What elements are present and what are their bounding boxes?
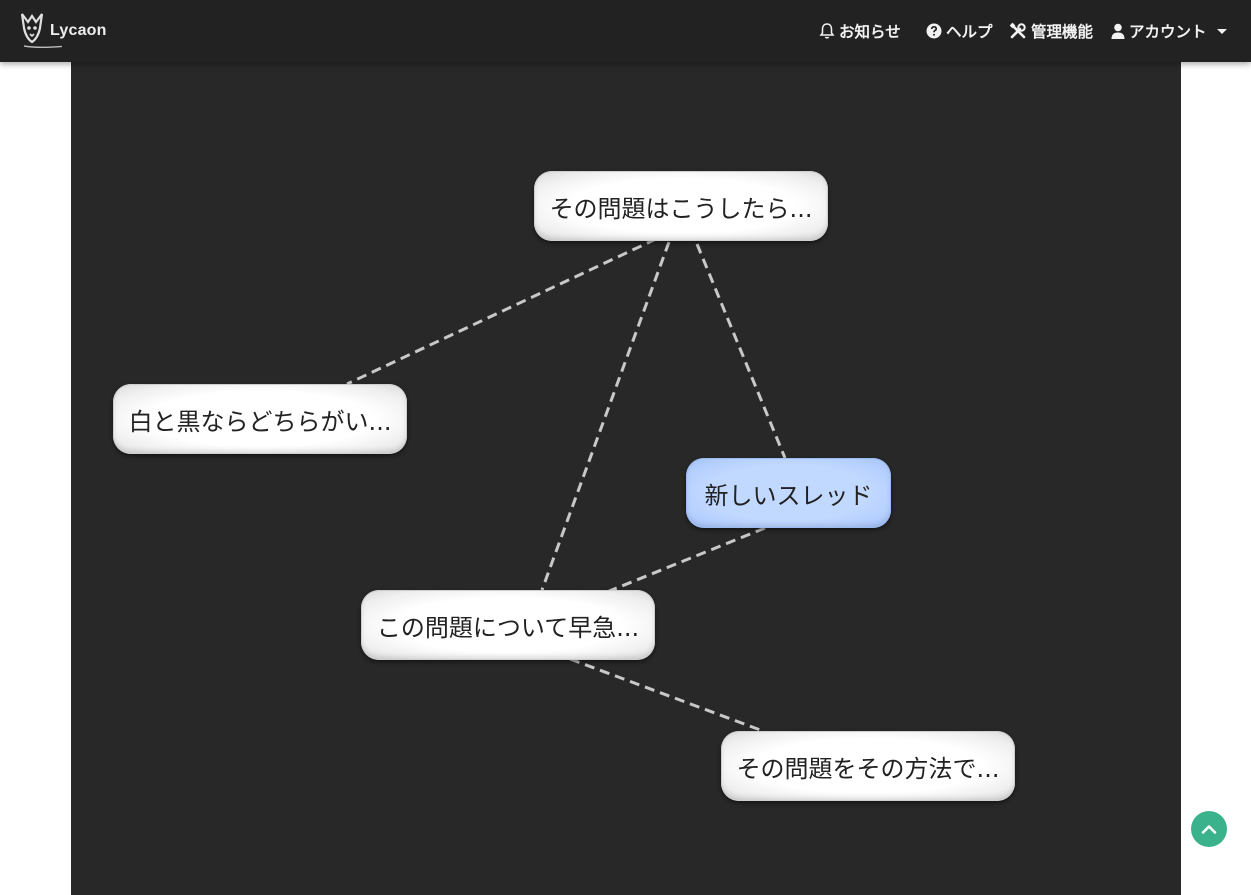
graph-edges xyxy=(346,237,787,733)
scroll-to-top-button[interactable] xyxy=(1191,811,1227,847)
chevron-up-icon xyxy=(1201,825,1217,834)
bell-icon xyxy=(819,23,835,39)
nav-help[interactable]: ヘルプ xyxy=(926,18,993,44)
graph-edge xyxy=(569,657,764,733)
graph-node[interactable]: その問題はこうしたら... xyxy=(534,171,828,241)
top-navbar: Lycaon お知らせ ヘルプ 管理機能 アカウント xyxy=(0,0,1251,62)
tools-icon xyxy=(1009,22,1026,39)
user-icon xyxy=(1111,23,1125,39)
graph-edge xyxy=(540,241,671,591)
nav-notifications[interactable]: お知らせ xyxy=(819,18,901,44)
nav-account-dropdown[interactable]: アカウント xyxy=(1111,18,1227,44)
graph-edge xyxy=(606,526,766,594)
nav-notifications-label: お知らせ xyxy=(839,23,901,41)
graph-edge xyxy=(695,243,787,459)
question-circle-icon xyxy=(926,23,942,39)
graph-node[interactable]: この問題について早急... xyxy=(361,590,655,660)
graph-edge xyxy=(346,237,657,386)
thread-graph-canvas[interactable]: その問題はこうしたら... 白と黒ならどちらがい... 新しいスレッドこの問題につい… xyxy=(71,62,1181,895)
wolf-logo-icon xyxy=(20,13,62,49)
brand-name: Lycaon xyxy=(50,22,107,39)
graph-node[interactable]: その問題をその方法で... xyxy=(721,731,1015,801)
nav-admin-label: 管理機能 xyxy=(1031,23,1094,41)
nav-help-label: ヘルプ xyxy=(946,23,993,41)
graph-node[interactable]: 白と黒ならどちらがい... xyxy=(113,384,407,454)
nav-account-label: アカウント xyxy=(1129,23,1207,41)
chevron-down-icon xyxy=(1216,28,1227,34)
graph-node-selected[interactable]: 新しいスレッド xyxy=(686,458,891,528)
nav-admin[interactable]: 管理機能 xyxy=(1009,18,1093,44)
brand-logo[interactable]: Lycaon xyxy=(18,8,118,52)
